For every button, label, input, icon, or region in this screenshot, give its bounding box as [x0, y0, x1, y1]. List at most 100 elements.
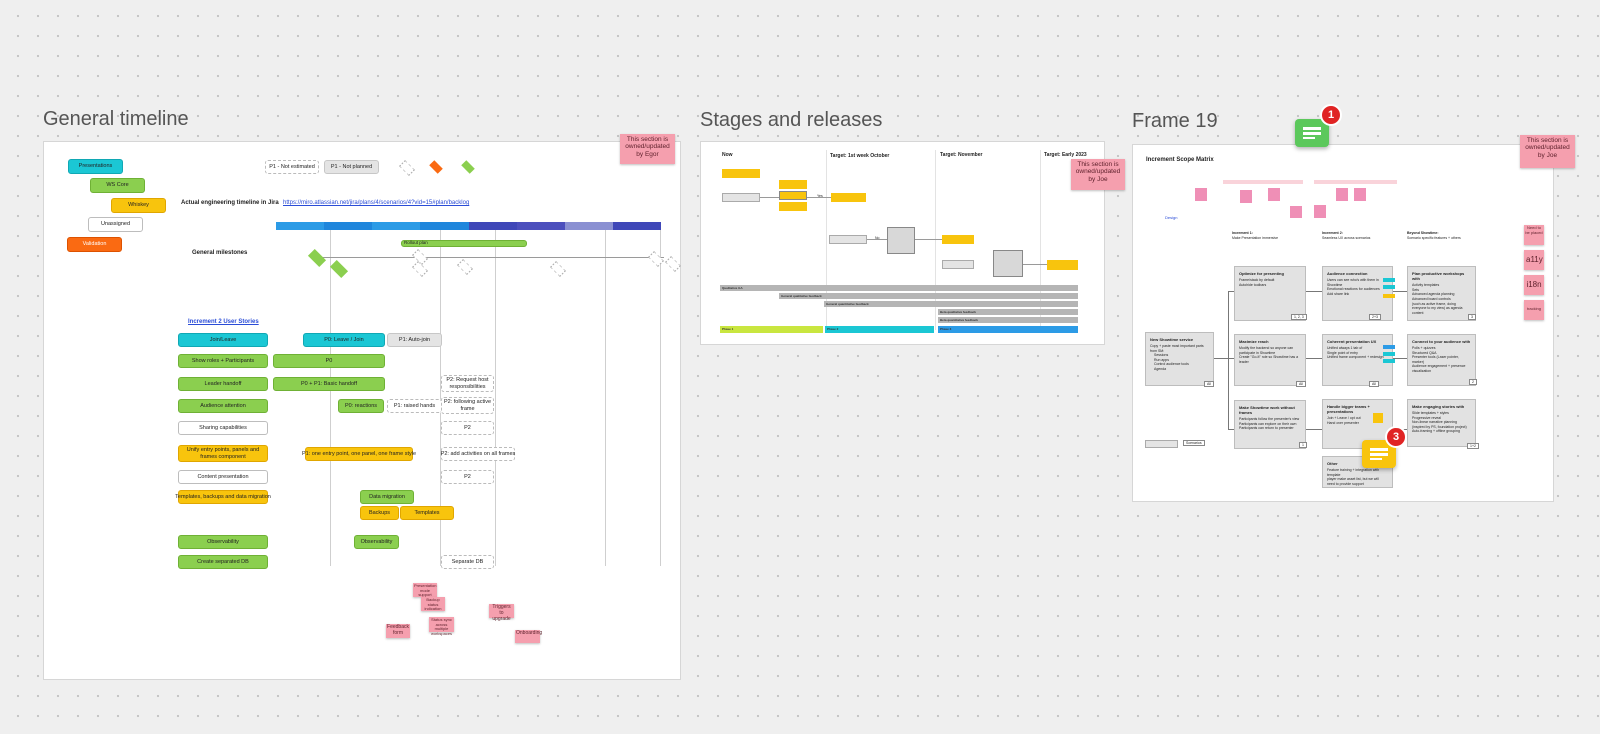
phase-bar[interactable]: Phase 2 — [825, 326, 934, 333]
frame-title-stages[interactable]: Stages and releases — [700, 109, 883, 131]
right-sticky[interactable]: i18n — [1524, 275, 1544, 295]
phase-bar[interactable]: Phase 1 — [720, 326, 823, 333]
scope-card[interactable]: Maximize reach Modify the backend so any… — [1234, 334, 1306, 386]
scenario-box[interactable] — [1145, 440, 1178, 448]
flow-stack[interactable] — [779, 180, 807, 213]
scope-card[interactable]: Plan productive workshops with Activity … — [1407, 266, 1476, 321]
scope-card[interactable]: Make Showtime work without frames Partic… — [1234, 400, 1306, 449]
row-unify-entry-points[interactable]: Unify entry points, panels and frames co… — [178, 445, 268, 462]
frame19-frame[interactable]: Increment Scope Matrix This section is o… — [1132, 135, 1575, 502]
p1-auto-join[interactable]: P1: Auto-join — [387, 333, 442, 347]
phase-bar[interactable]: Phase 3 — [938, 326, 1078, 333]
flow-stack[interactable] — [993, 250, 1023, 277]
bottom-sticky[interactable]: Onboarding — [515, 630, 542, 643]
separate-db-item[interactable]: Separate DB — [441, 555, 494, 569]
row-content-presentation[interactable]: Content presentation — [178, 470, 268, 484]
flow-box[interactable] — [722, 193, 760, 202]
p0-leave-join[interactable]: P0: Leave / Join — [303, 333, 385, 347]
flow-box[interactable] — [942, 260, 974, 269]
right-sticky[interactable]: tracking — [1524, 300, 1544, 320]
stage-bar[interactable]: Beta quantitative feedback — [938, 317, 1078, 323]
priority-key-not-planned[interactable]: P1 - Not planned — [324, 160, 379, 174]
p2-request-host[interactable]: P2: Request host responsibilities — [441, 375, 494, 392]
legend-unassigned[interactable]: Unassigned — [88, 217, 143, 232]
bottom-sticky[interactable]: Presentation mode support — [413, 583, 437, 598]
p0-roles[interactable]: P0 — [273, 354, 385, 368]
row-audience-attention[interactable]: Audience attention — [178, 399, 268, 413]
scope-sticky[interactable] — [1336, 188, 1348, 201]
scope-sticky[interactable] — [1290, 206, 1302, 218]
priority-key-not-estimated[interactable]: P1 - Not estimated — [265, 160, 319, 174]
legend-presentations[interactable]: Presentations — [68, 159, 123, 174]
scenarios-button[interactable]: Scenarios — [1183, 440, 1205, 446]
legend-validation[interactable]: Validation — [67, 237, 122, 252]
frame-title-frame19[interactable]: Frame 19 — [1132, 110, 1218, 132]
milestone-diamond[interactable] — [457, 259, 473, 275]
stage-bar[interactable]: General quantitative feedback — [824, 301, 1078, 307]
stages-frame[interactable]: Now Target: 1st week October Target: Nov… — [700, 141, 1125, 345]
milestone-diamond[interactable] — [307, 248, 327, 268]
p2-add-activities[interactable]: P2: add activities on all frames — [441, 447, 515, 461]
owner-sticky-joe-stages[interactable]: This section is owned/updated by Joe — [1071, 159, 1125, 190]
general-timeline-frame[interactable]: Presentations WS Core Whiskey Unassigned… — [43, 134, 681, 680]
flow-stack[interactable] — [887, 227, 915, 254]
milestone-diamond[interactable] — [329, 259, 349, 279]
owner-sticky-joe-frame19[interactable]: This section is owned/updated by Joe — [1520, 135, 1575, 168]
row-create-separated-db[interactable]: Create separated DB — [178, 555, 268, 569]
frame-title-general-timeline[interactable]: General timeline — [43, 108, 189, 130]
owner-sticky-egor[interactable]: This section is owned/updated by Egor — [620, 134, 675, 164]
scope-card[interactable]: Connect to your audience with Polls + qu… — [1407, 334, 1476, 386]
scope-sticky[interactable] — [1354, 188, 1366, 201]
stage-bar[interactable]: General qualitative feedback — [779, 293, 1078, 299]
stage-bar[interactable]: Beta qualitative feedback — [938, 309, 1078, 315]
scope-card[interactable]: Audience connection Users can see who's … — [1322, 266, 1393, 321]
row-observability[interactable]: Observability — [178, 535, 268, 549]
bottom-sticky[interactable]: Backup status indication — [421, 597, 445, 611]
scope-card[interactable]: Coherent presentation UX Unified always … — [1322, 334, 1393, 386]
flow-box[interactable] — [1047, 260, 1078, 270]
legend-whiskey[interactable]: Whiskey — [111, 198, 166, 213]
p0-reactions[interactable]: P0: reactions — [338, 399, 384, 413]
bottom-sticky[interactable]: Status sync across multiple workspaces — [429, 617, 454, 636]
legend-ws-core[interactable]: WS Core — [90, 178, 145, 193]
flow-box[interactable] — [831, 193, 866, 202]
right-sticky[interactable]: a11y — [1524, 250, 1544, 270]
base-card[interactable]: New Showtime service Copy + paste most i… — [1145, 332, 1214, 386]
templates[interactable]: Templates — [400, 506, 454, 520]
flow-box[interactable] — [829, 235, 867, 244]
rollout-plan-bar[interactable]: Rollout plan — [401, 240, 527, 247]
scope-card[interactable]: Make engaging stories with Slide templat… — [1407, 399, 1476, 447]
row-sharing-capabilities[interactable]: Sharing capabilities — [178, 421, 268, 435]
right-sticky[interactable]: Need to be placed — [1524, 225, 1544, 245]
p1-one-entry-point[interactable]: P1: one entry point, one panel, one fram… — [302, 447, 416, 461]
p0-p1-basic-handoff[interactable]: P0 + P1: Basic handoff — [273, 377, 385, 391]
observability-item[interactable]: Observability — [354, 535, 399, 549]
p1-raised-hands[interactable]: P1: raised hands — [387, 399, 442, 413]
stage-bar[interactable]: Qualitative GA — [720, 285, 1078, 291]
row-leader-handoff[interactable]: Leader handoff — [178, 377, 268, 391]
milestone-diamond[interactable] — [648, 251, 664, 267]
p2-content[interactable]: P2 — [441, 470, 494, 484]
backups[interactable]: Backups — [360, 506, 399, 520]
data-migration[interactable]: Data migration — [360, 490, 414, 504]
increment-2-user-stories-link[interactable]: Increment 2 User Stories — [188, 319, 259, 325]
scope-sticky[interactable] — [1268, 188, 1280, 201]
row-templates-backups[interactable]: Templates, backups and data migration — [175, 490, 271, 504]
flow-box[interactable] — [942, 235, 974, 244]
row-join-leave[interactable]: Join/Leave — [178, 333, 268, 347]
row-show-roles[interactable]: Show roles + Participants — [178, 354, 268, 368]
p2-following-active-frame[interactable]: P2: following active frame — [441, 397, 494, 414]
scope-sticky[interactable] — [1240, 190, 1252, 203]
jira-timeline-link[interactable]: https://miro.atlassian.net/jira/plans/4/… — [283, 200, 470, 206]
milestone-diamond[interactable] — [550, 261, 566, 277]
bottom-sticky[interactable]: Triggers to upgrade — [489, 604, 514, 621]
flow-box[interactable] — [722, 169, 760, 178]
milestone-diamond[interactable] — [665, 256, 681, 272]
scope-card[interactable]: Optimize for presenting Frame/stack by d… — [1234, 266, 1306, 321]
scope-sticky[interactable] — [1314, 205, 1326, 218]
p2-sharing[interactable]: P2 — [441, 421, 494, 435]
bottom-sticky[interactable]: Feedback form — [386, 624, 410, 638]
milestone-diamond[interactable] — [412, 261, 428, 277]
scope-sticky[interactable] — [1195, 188, 1207, 201]
design-link[interactable]: Design — [1165, 215, 1178, 220]
